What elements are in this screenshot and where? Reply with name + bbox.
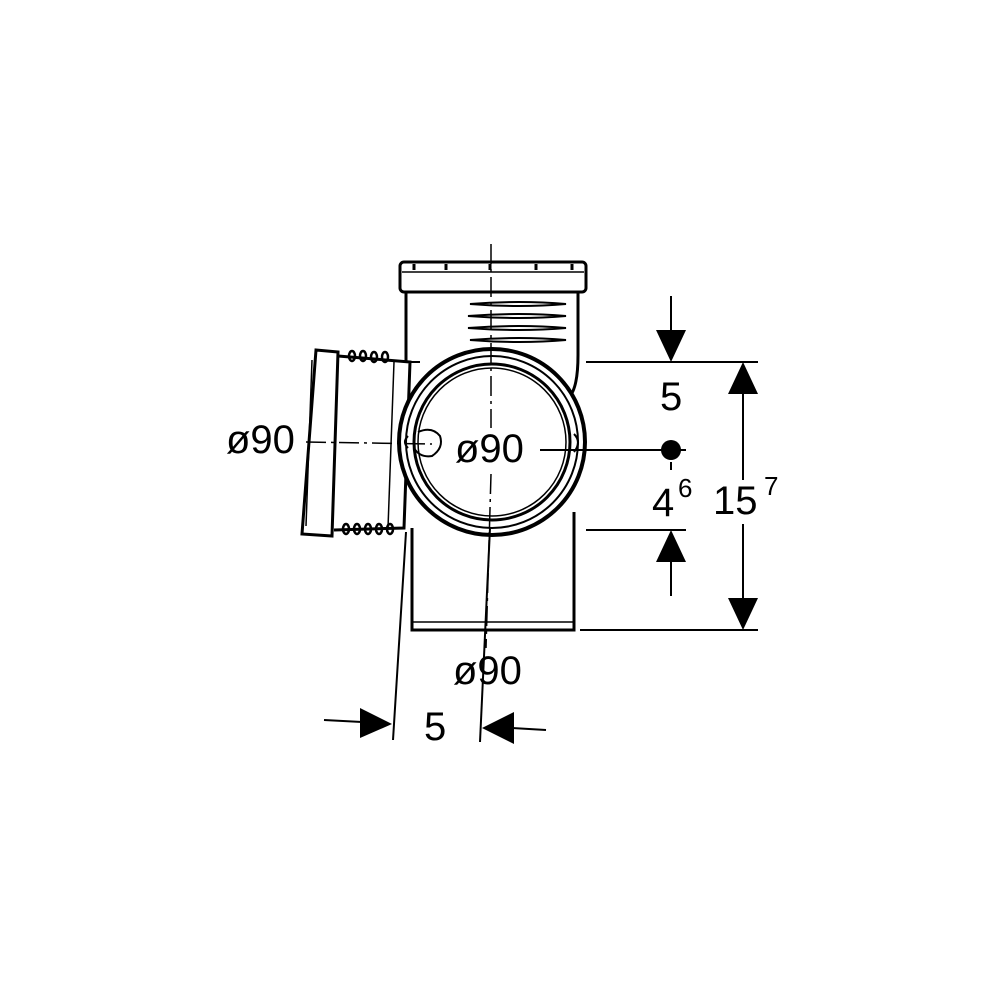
extension-line-right [479,527,491,743]
horizontal-offset-label: 5 [424,705,446,749]
front-outlet-diameter-label: ø90 [455,427,524,471]
top-socket-collar [398,260,588,294]
total-height-label: 15 [713,479,758,523]
side-socket-ribs-bottom [341,522,395,536]
socket-thread-ribs [467,301,567,343]
arrow-head-right [482,712,514,744]
front-opening-inner-ring [412,362,572,522]
extension-line-left [392,531,407,741]
lower-pipe [410,512,576,632]
side-socket-ribs-top [347,349,390,364]
center-height-superscript: 6 [678,473,692,503]
center-height-label: 4 [652,481,674,525]
side-outlet-diameter-label: ø90 [226,418,295,462]
arrow-up-total [728,362,758,394]
front-label-backing [452,428,534,466]
center-point-dot [661,440,681,460]
arrow-up-mid [656,530,686,562]
top-offset-label: 5 [660,375,682,419]
dimension-horizontal-offset [323,527,547,743]
collar-ticks [412,264,574,270]
total-height-superscript: 7 [764,471,778,501]
arrow-down-top [656,330,686,362]
bottom-diameter-label: ø90 [453,649,522,693]
center-lines [305,244,492,649]
arrow-head-left [360,708,392,738]
arrow-down-total [728,598,758,630]
